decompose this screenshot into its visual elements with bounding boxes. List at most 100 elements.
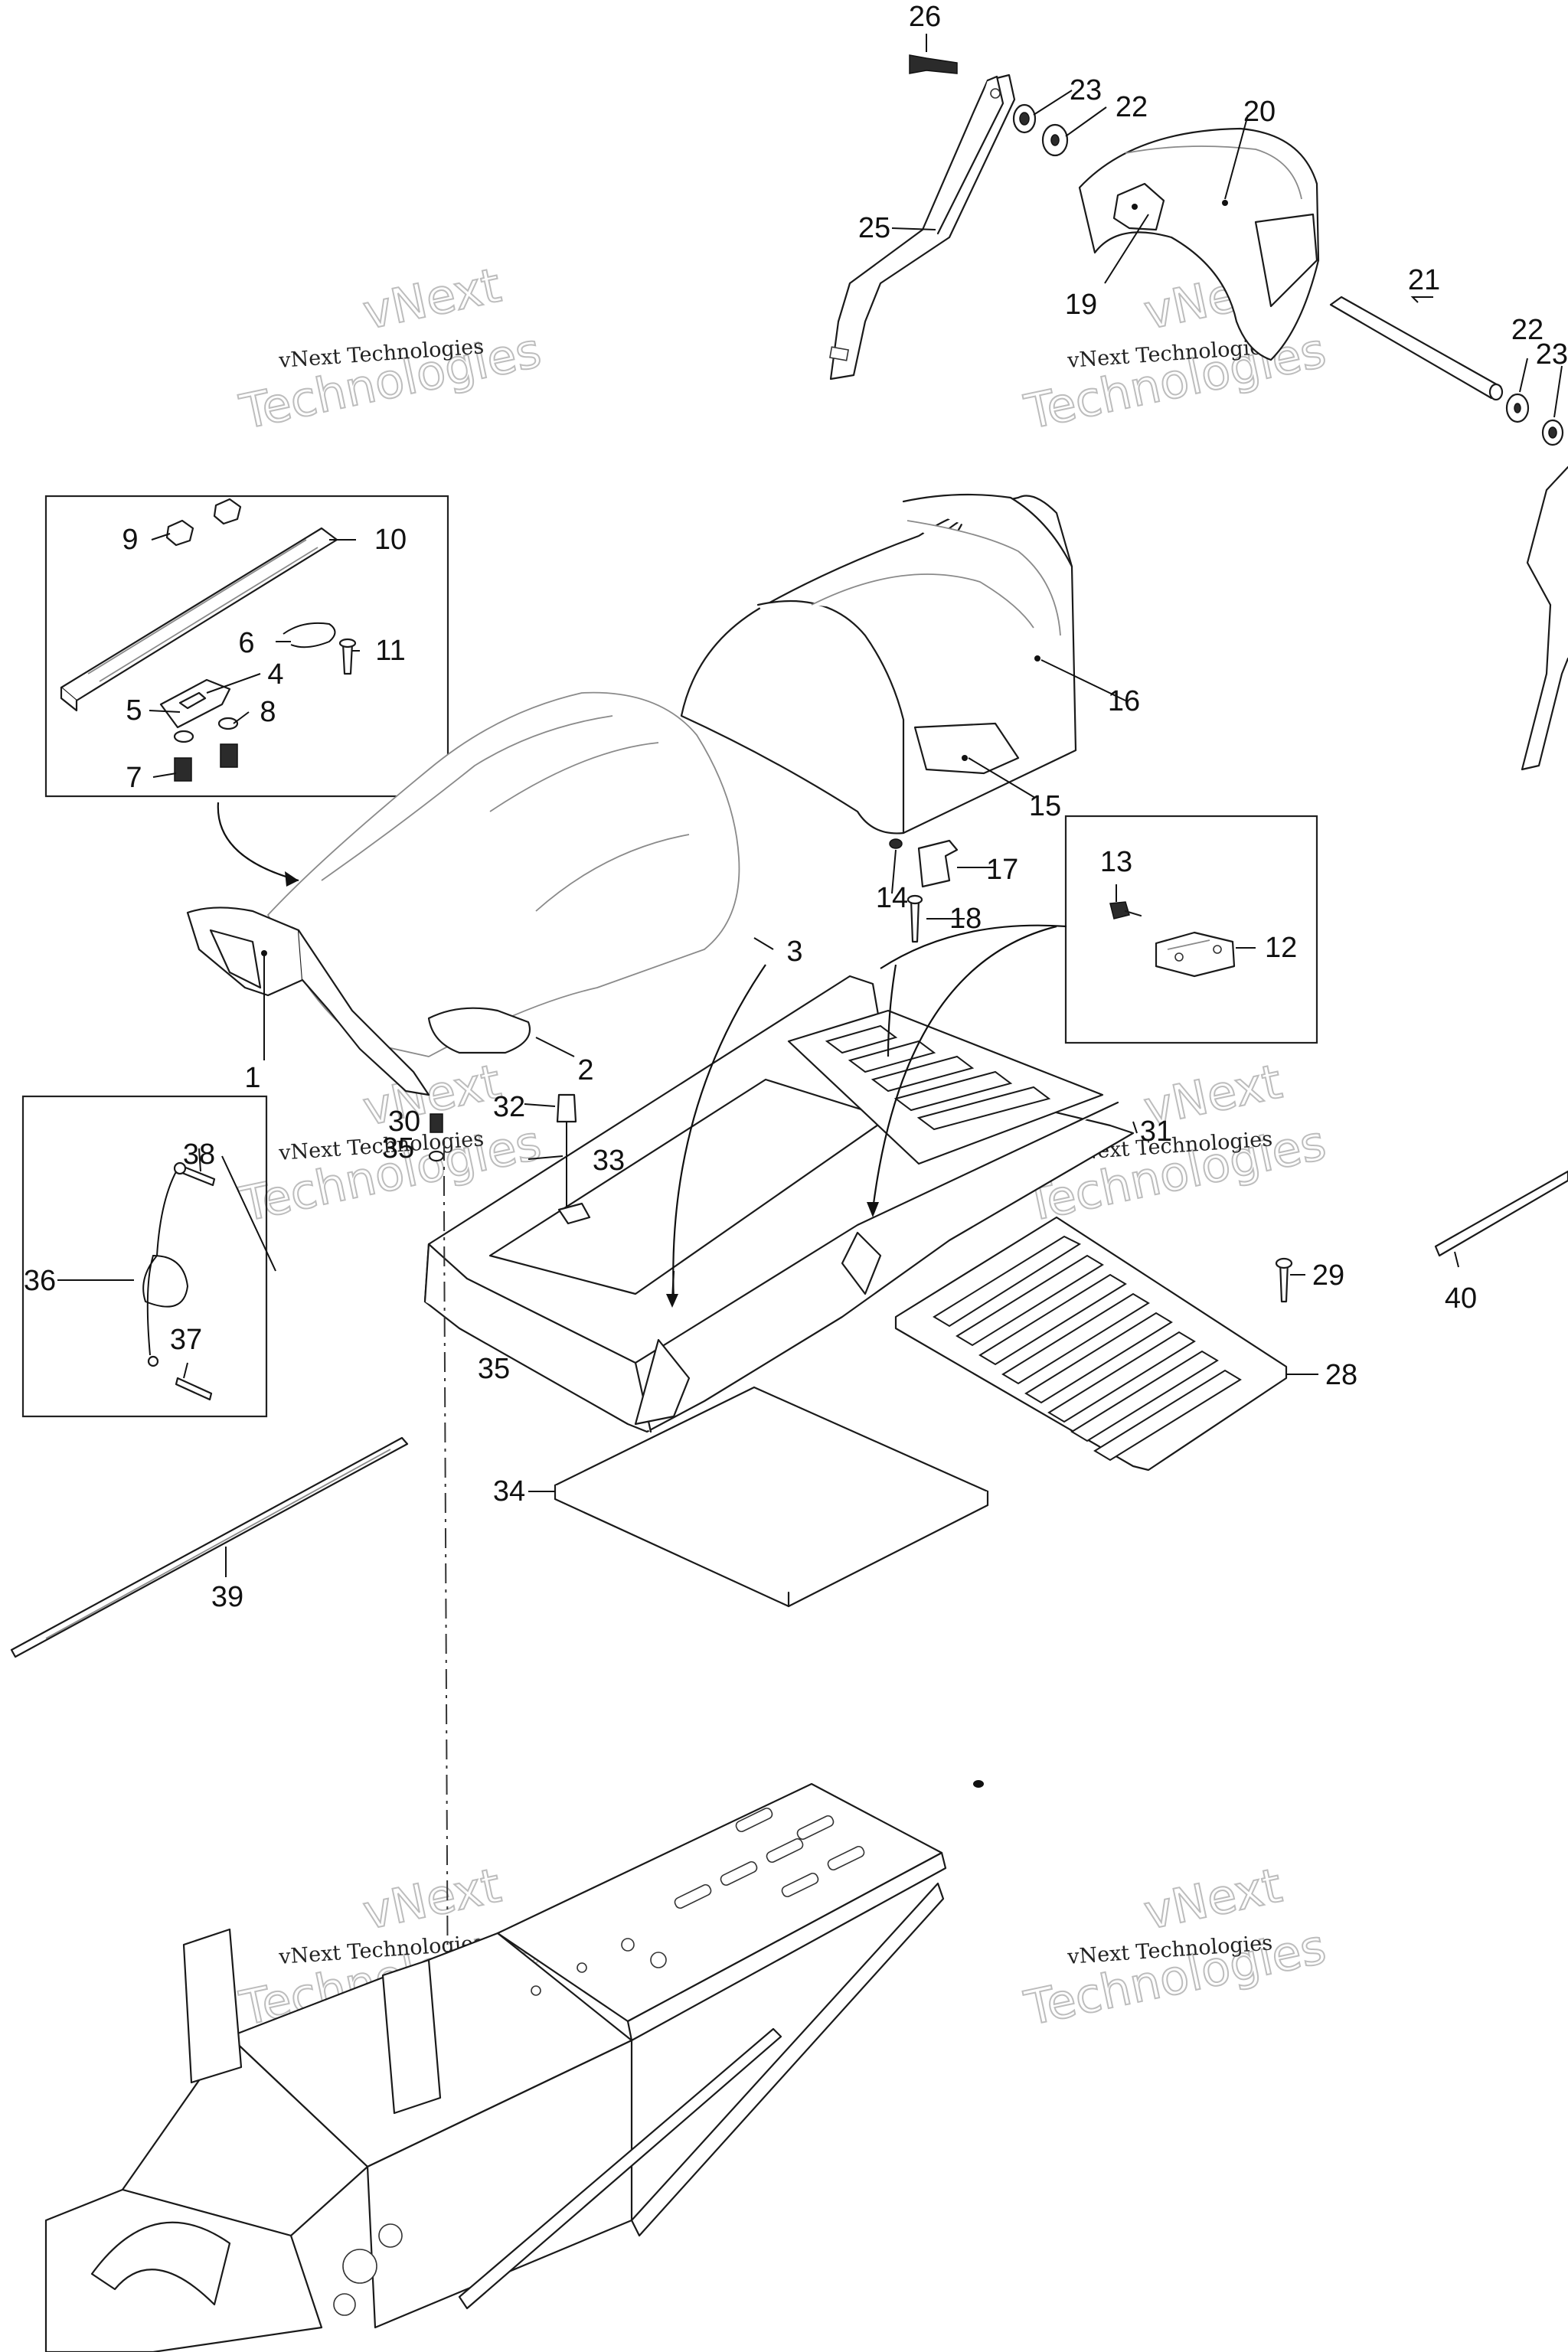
mount-arrow-1 (672, 964, 766, 1302)
washer-8-a (173, 730, 194, 743)
callout-26: 26 (909, 1, 941, 33)
callout-9: 9 (122, 524, 138, 556)
seat-3 (267, 691, 740, 1057)
screw-7-a (174, 757, 192, 782)
bolt-26 (909, 54, 958, 74)
callout-33: 33 (593, 1145, 625, 1177)
callout-22-right: 22 (1511, 314, 1544, 346)
callout-28: 28 (1325, 1359, 1357, 1391)
callout-22-top: 22 (1116, 91, 1148, 123)
callout-1: 1 (244, 1062, 260, 1094)
detail-box-hinge (1064, 815, 1318, 1044)
callout-37: 37 (170, 1324, 202, 1356)
callout-10: 10 (374, 524, 407, 556)
callout-32: 32 (493, 1091, 525, 1123)
seat-cover-1 (186, 906, 430, 1096)
callout-17: 17 (986, 854, 1018, 886)
callout-36: 36 (24, 1265, 56, 1297)
callout-16: 16 (1108, 685, 1140, 717)
callout-29: 29 (1312, 1259, 1344, 1292)
washer-35 (428, 1150, 445, 1162)
callout-5: 5 (126, 694, 142, 727)
callout-34: 34 (493, 1475, 525, 1508)
bracket-17 (917, 839, 959, 888)
callout-19: 19 (1065, 289, 1097, 321)
washer-22-right (1505, 393, 1530, 423)
badge-19 (1112, 182, 1165, 231)
screw-13 (1109, 901, 1142, 920)
pin-21 (1329, 296, 1504, 401)
hinge-arrow (880, 924, 1067, 969)
callout-14: 14 (876, 882, 908, 914)
detail-arrow-head (285, 871, 299, 887)
callout-20: 20 (1243, 96, 1276, 128)
mount-arrow-2 (871, 925, 1057, 1210)
chassis-tunnel (44, 1782, 947, 2352)
watermark-big-top: vNext (358, 257, 505, 341)
plug-32 (556, 1093, 577, 1210)
rivet-18 (906, 894, 923, 943)
callout-40: 40 (1445, 1282, 1477, 1315)
screw-37 (147, 1355, 213, 1401)
washer-23-top (1012, 103, 1037, 134)
watermark-big-bottom: Technologies (1020, 1918, 1331, 2036)
foam-sheet-34 (554, 1386, 989, 1608)
watermark-big-top: vNext (358, 1857, 505, 1941)
clip-33 (557, 1202, 591, 1225)
hinge-12 (1155, 931, 1236, 978)
callout-2: 2 (577, 1054, 593, 1086)
washer-22-top (1041, 123, 1069, 157)
callout-8: 8 (260, 696, 276, 728)
callout-15: 15 (1029, 790, 1061, 822)
seat-base-31 (423, 975, 1135, 1433)
tether-cable-36 (142, 1163, 189, 1356)
callout-25: 25 (858, 212, 890, 244)
backrest-bracket-right (1521, 466, 1568, 771)
mount-arrow-3 (887, 964, 897, 1057)
callout-31: 31 (1140, 1116, 1172, 1148)
callout-13: 13 (1100, 846, 1132, 878)
screw-30 (430, 1113, 443, 1133)
foot-14 (889, 838, 903, 849)
latch-plate-4 (159, 678, 231, 729)
marker-dot (973, 1780, 984, 1788)
callout-35-top: 35 (382, 1132, 414, 1165)
watermark-big-top: vNext (1139, 1857, 1286, 1941)
callout-6: 6 (238, 627, 254, 659)
screw-7-b (220, 743, 238, 768)
nut-9-a (165, 519, 194, 547)
detail-box-tether (21, 1095, 268, 1418)
trim-strip-40 (1434, 1170, 1568, 1257)
backrest-pad-20 (1078, 127, 1320, 361)
callout-23-right: 23 (1536, 338, 1568, 371)
detail-arrow (217, 802, 299, 882)
rivet-11 (338, 638, 357, 675)
callout-12: 12 (1265, 932, 1297, 964)
callout-38: 38 (183, 1138, 215, 1171)
callout-18: 18 (949, 903, 982, 935)
trim-strip-39 (10, 1436, 409, 1658)
floor-panel-28 (894, 1216, 1288, 1472)
cable-6 (283, 622, 336, 648)
callout-labels: 1 2 3 4 5 6 7 8 9 10 11 12 13 14 15 16 1… (24, 1, 1568, 1613)
washer-8-b (217, 717, 239, 730)
foam-pad-2 (427, 1007, 531, 1054)
callout-11: 11 (375, 635, 405, 667)
foam-pad-15 (913, 722, 1020, 775)
mount-arrow-2-head (867, 1202, 879, 1217)
detail-box-latch (44, 495, 449, 798)
alignment-line (443, 1141, 449, 2022)
callout-23-top: 23 (1070, 74, 1102, 106)
callout-39: 39 (211, 1581, 243, 1613)
callout-7: 7 (126, 762, 142, 794)
callout-35-bottom: 35 (478, 1353, 510, 1385)
watermark-big-bottom: Technologies (235, 322, 546, 439)
watermark-6: vNext Technologies vNext Technologies (1019, 1857, 1331, 2037)
screw-38 (173, 1161, 216, 1187)
rivet-29 (1275, 1257, 1293, 1303)
washer-23-right (1541, 419, 1564, 446)
callout-30: 30 (388, 1106, 420, 1138)
nut-9-b (213, 498, 242, 525)
